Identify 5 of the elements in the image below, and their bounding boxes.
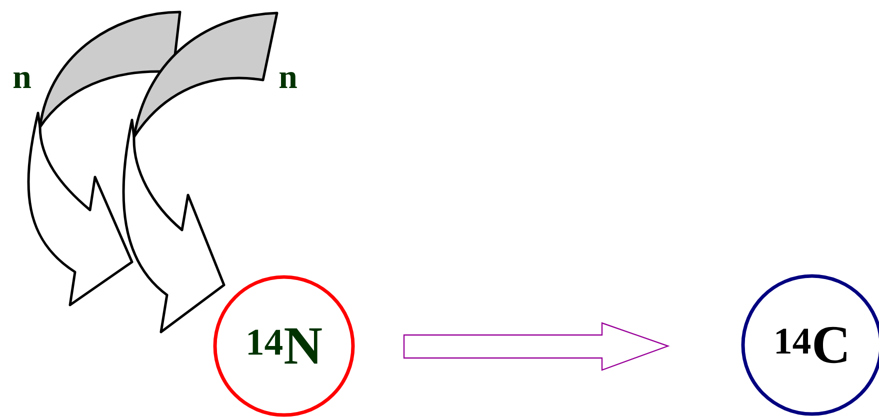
curved-arrow — [122, 12, 278, 334]
curved-arrow — [27, 10, 182, 306]
block-arrow — [403, 322, 670, 371]
neutron-label: n — [280, 72, 297, 88]
neutron-label: n — [14, 72, 31, 88]
